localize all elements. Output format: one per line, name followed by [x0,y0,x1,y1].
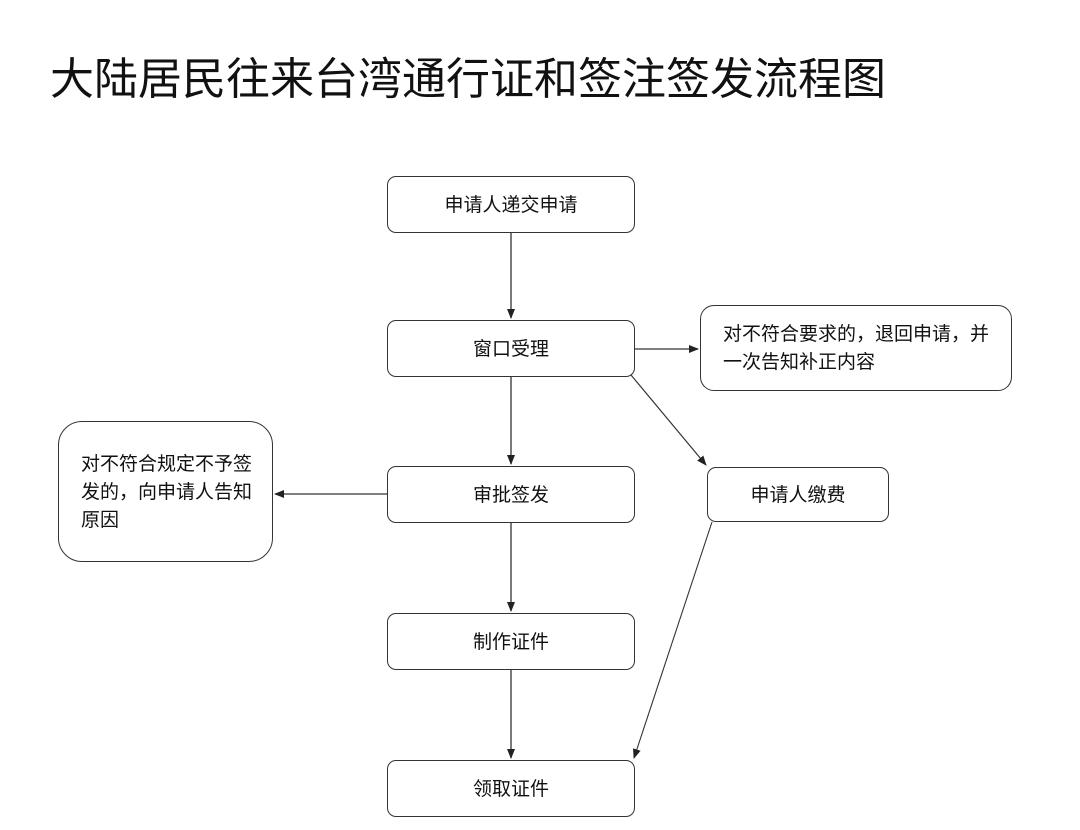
node-collect-document: 领取证件 [387,760,635,817]
note-return-text: 对不符合要求的，退回申请，并一次告知补正内容 [723,323,990,373]
note-refuse-issuance: 对不符合规定不予签发的，向申请人告知原因 [58,421,273,562]
node-submit-label: 申请人递交申请 [444,193,578,216]
note-return-application: 对不符合要求的，退回申请，并一次告知补正内容 [700,305,1012,391]
node-submit-application: 申请人递交申请 [387,176,635,233]
node-applicant-payment: 申请人缴费 [707,467,889,522]
node-collect-label: 领取证件 [472,777,549,800]
node-approval-issuance: 审批签发 [387,466,635,523]
node-window-acceptance: 窗口受理 [387,320,635,377]
node-produce-document: 制作证件 [387,613,635,670]
node-accept-label: 窗口受理 [472,337,549,360]
page-title: 大陆居民往来台湾通行证和签注签发流程图 [50,54,886,105]
node-make-label: 制作证件 [472,630,549,653]
arrow-pay-to-collect [633,521,713,759]
note-refuse-text: 对不符合规定不予签发的，向申请人告知原因 [81,452,253,531]
node-pay-label: 申请人缴费 [750,483,846,506]
arrow-accept-to-pay [630,374,707,466]
node-approve-label: 审批签发 [472,483,549,506]
